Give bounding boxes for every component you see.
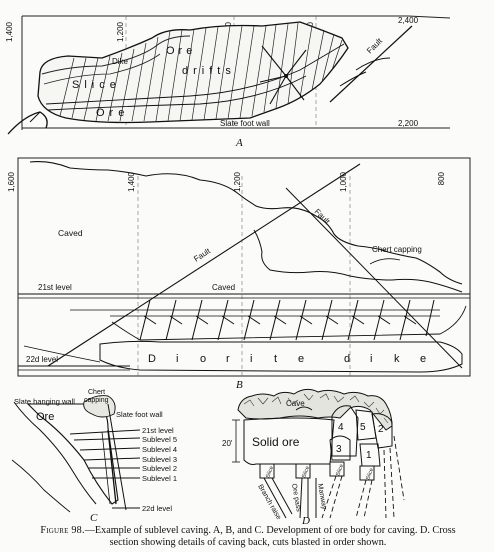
ore-body-outline: [37, 21, 349, 124]
diagram-a-dike-label: Dike: [112, 57, 129, 66]
sublevel-5-line: [73, 437, 141, 441]
diagram-d-cave-label: Cave: [286, 399, 305, 408]
diagram-a-slice-label: Slice: [72, 79, 121, 91]
diagram-c-sublevel-1-label: Sublevel 1: [142, 474, 177, 483]
diagram-a-fault-line: [329, 25, 413, 103]
diagram-b-chert-capping-label: Chert capping: [372, 245, 422, 254]
diagram-a-elev-bottom: 2,200: [398, 119, 419, 128]
sublevel-3-line: [83, 457, 141, 461]
diagram-a-ore-label-top: Ore: [166, 45, 196, 57]
slice-drift-label: Slice: [301, 465, 311, 478]
diagram-c-hanging-wall-label: Slate hanging wall: [14, 397, 75, 406]
diagram-b-section: 1,600 1,400 1,200 1,000 800: [7, 157, 471, 391]
diorite-dike-label: D i o r i t e d i k e: [148, 353, 426, 365]
diagram-c-section: Slate hanging wall Ore Chert capping Sla…: [11, 389, 177, 524]
diagram-a-elev-top: 2,400: [398, 16, 419, 25]
dike-letter: o: [200, 353, 206, 365]
diagram-b-22d-level-label: 22d level: [26, 355, 58, 364]
caved-rock: [237, 388, 393, 431]
diagram-d-solid-ore-label: Solid ore: [252, 435, 300, 449]
diagram-b-coord-1400: 1,400: [127, 171, 136, 192]
diagram-d-letter: D: [301, 515, 310, 527]
diagram-b-coord-1000: 1,000: [339, 171, 348, 192]
diagram-c-sublevel-2-label: Sublevel 2: [142, 464, 177, 473]
diagram-b-caved-label-mid: Caved: [212, 283, 235, 292]
cut-number-2: 2: [378, 424, 384, 435]
level-21-line: [69, 429, 141, 435]
diagram-c-sublevel-4-label: Sublevel 4: [142, 445, 177, 454]
diagram-c-chert-label: Chert: [88, 389, 105, 396]
caved-boundary: [29, 161, 463, 285]
dike-letter: k: [394, 353, 400, 365]
dike-letter: i: [370, 353, 372, 365]
dike-letter: i: [250, 353, 252, 365]
dike-letter: d: [344, 353, 350, 365]
dike-letter: e: [420, 353, 426, 365]
caption-label: Figure 98.: [40, 525, 85, 536]
slice-drift-label: Slice: [335, 463, 345, 476]
diagram-b-letter: B: [236, 379, 243, 391]
diagram-a-ore-label-bottom: Ore: [96, 107, 129, 119]
diorite-dike-band: [99, 340, 463, 373]
diagram-b-fault-label-right: Fault: [313, 207, 332, 226]
diagram-c-capping-label: capping: [84, 397, 109, 404]
diagram-b-coord-800: 800: [437, 171, 446, 185]
caption-line-2: section showing details of caving back, …: [109, 537, 387, 548]
diagram-c-level-22-label: 22d level: [142, 504, 172, 513]
diagram-a-fault-label: Fault: [365, 36, 384, 55]
cut-number-4: 4: [338, 422, 344, 433]
diagram-b-caved-label-top: Caved: [58, 228, 83, 238]
dike-letter: r: [226, 353, 230, 365]
manway-label: Manway: [316, 483, 328, 510]
diagram-b-coord-1200: 1,200: [233, 171, 242, 192]
diagram-a-footwall-label: Slate foot wall: [220, 119, 270, 128]
slice-drift-label: Slice: [265, 465, 275, 478]
diagram-a-plan: 1,400 1,200 1,000 800 2,400 2,200: [5, 15, 451, 149]
dike-letter: e: [298, 353, 304, 365]
dike-letter: i: [176, 353, 178, 365]
caption-line-1: —Example of sublevel caving. A, B, and C…: [84, 525, 456, 536]
diagram-a-coord-1400: 1,400: [5, 21, 14, 42]
slice-drift-label: Slice: [365, 467, 375, 480]
diagram-d-height-label: 20': [222, 439, 233, 448]
diagram-b-21st-level-label: 21st level: [38, 283, 72, 292]
diagram-b-coord-1600: 1,600: [7, 171, 16, 192]
diagram-c-letter: C: [90, 512, 98, 524]
diagram-c-sublevel-3-label: Sublevel 3: [142, 455, 177, 464]
dike-letter: t: [274, 353, 277, 365]
diagram-c-footwall-label: Slate foot wall: [116, 410, 163, 419]
diagram-a-drifts-label: drifts: [182, 65, 236, 77]
diagram-c-ore-label: Ore: [36, 411, 54, 423]
figure-caption: Figure 98.—Example of sublevel caving. A…: [6, 525, 490, 549]
cut-number-1: 1: [366, 450, 372, 461]
dike-letter: D: [148, 353, 156, 365]
diagram-a-coord-1200: 1,200: [116, 21, 125, 42]
diagram-a-letter: A: [235, 137, 243, 149]
diagram-c-sublevel-5-label: Sublevel 5: [142, 435, 177, 444]
diagram-b-fault-line: [47, 163, 361, 367]
diagram-c-level-21-label: 21st level: [142, 426, 174, 435]
cut-number-3: 3: [336, 444, 342, 455]
diagram-d-section: Cave Solid ore 20' 4 5 2 3 1 Slice Slice…: [222, 388, 405, 527]
cut-number-5: 5: [360, 422, 366, 433]
ore-pass-label: Ore pass: [290, 483, 302, 513]
